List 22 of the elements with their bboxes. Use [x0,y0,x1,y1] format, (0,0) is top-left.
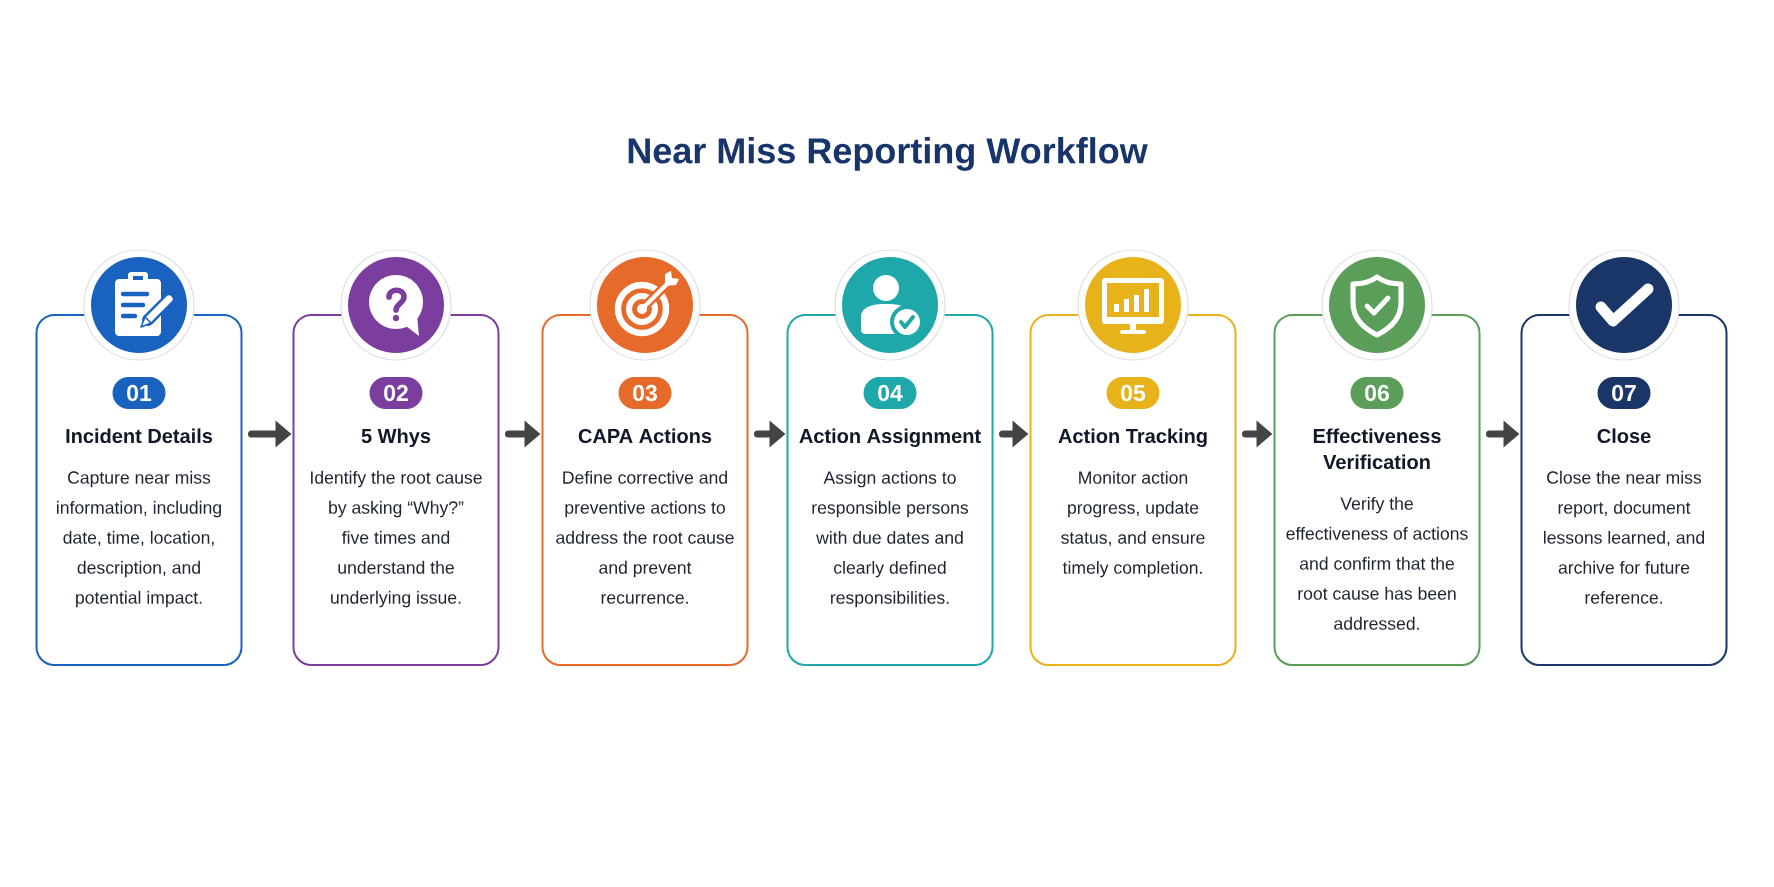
step-description: Identify the root cause by asking “Why?” five times and understand the underlying issue. [311,470,482,608]
number-badge: 04 [863,377,917,409]
step-heading: Incident Details [66,428,213,444]
step-heading: CAPA Actions [578,428,712,444]
number-badge: 05 [1106,377,1160,409]
number-badge: 02 [369,377,423,409]
step-description: Capture near miss information, including date, time, location, description, and potential impact. [57,470,221,608]
number-badge: 01 [112,377,166,409]
step-description: Define corrective and preventive actions to address the root cause and prevent recurrence. [556,470,734,604]
number-badge: 06 [1350,377,1404,409]
step-heading: Close [1597,428,1651,444]
step-description: Monitor action progress, update status, and ensure timely completion. [1061,470,1205,578]
step-description: Close the near miss report, document lessons learned, and archive for future reference. [1544,470,1705,604]
step-heading: Effectiveness Verification [1313,428,1441,470]
number-badge: 03 [618,377,672,409]
step-description: Assign actions to responsible persons with due dates and clearly defined responsibilities. [812,470,969,608]
step-description: Verify the effectiveness of actions and confirm that the root cause has been addressed. [1286,496,1468,630]
step-heading: 5 Whys [361,428,431,448]
title: Near Miss Reporting Workflow [628,137,1148,171]
number-badge: 07 [1597,377,1651,409]
step-heading: Action Tracking [1058,428,1207,448]
step-heading: Action Assignment [799,428,981,448]
